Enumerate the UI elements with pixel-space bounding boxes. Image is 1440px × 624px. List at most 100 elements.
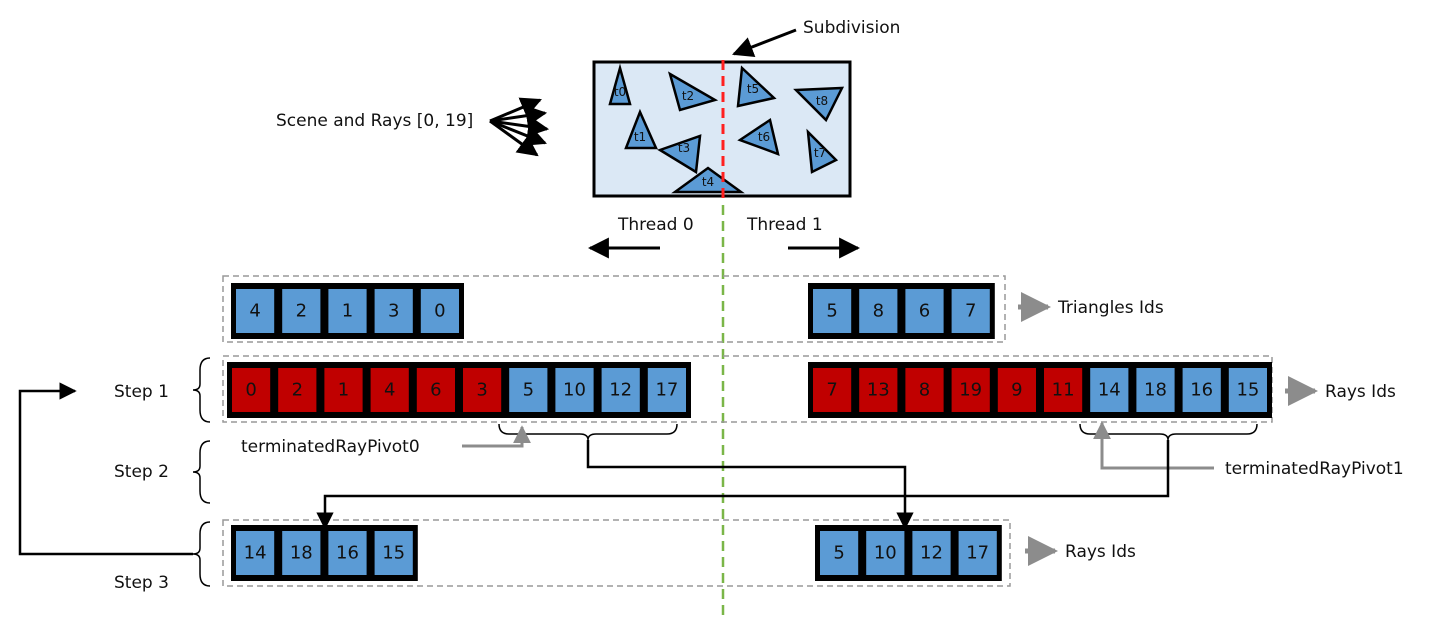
triangle-t2	[667, 71, 719, 112]
id-cell	[951, 368, 990, 412]
loop-back-arrow	[18, 382, 193, 556]
id-cell-value: 15	[382, 543, 405, 564]
id-cell-value: 17	[655, 380, 678, 401]
id-cell	[236, 289, 275, 333]
id-cell-value: 3	[476, 380, 487, 401]
id-cell-value: 3	[388, 301, 399, 322]
step1-label: Step 1	[114, 382, 169, 402]
triangle-t6	[737, 117, 780, 156]
triangle-t8	[793, 86, 845, 123]
step3-group-box	[222, 519, 1011, 587]
triangle-label: t2	[682, 89, 694, 103]
triangles-group-box	[222, 275, 1006, 343]
step3-label: Step 3	[114, 573, 169, 593]
transfer-arrow-to-thread0	[316, 440, 1170, 530]
id-cell	[958, 531, 997, 575]
id-cell-value: 10	[563, 380, 586, 401]
id-cell-value: 7	[826, 380, 837, 401]
id-cell	[647, 368, 686, 412]
rays-ids-top-label: Rays Ids	[1325, 382, 1396, 402]
triangle-label: t6	[758, 130, 770, 144]
id-cell-value: 14	[244, 543, 267, 564]
id-cell-value: 8	[919, 380, 930, 401]
id-cell	[951, 289, 990, 333]
id-cell-value: 14	[1098, 380, 1121, 401]
id-cell-value: 7	[965, 301, 976, 322]
triangle-t0	[608, 63, 632, 106]
id-cell	[324, 368, 363, 412]
id-cell-value: 17	[966, 543, 989, 564]
rays-ids-bottom-label: Rays Ids	[1065, 542, 1136, 562]
triangle-label: t0	[614, 85, 626, 99]
id-cell	[232, 368, 271, 412]
pivot1-label: terminatedRayPivot1	[1225, 459, 1404, 479]
id-cell-value: 9	[1011, 380, 1022, 401]
pivot0-arrow	[462, 425, 531, 448]
id-cell	[282, 289, 321, 333]
id-cell-value: 5	[833, 543, 844, 564]
id-cell	[509, 368, 548, 412]
triangle-label: t5	[747, 82, 759, 96]
pivot0-label: terminatedRayPivot0	[241, 437, 420, 457]
triangle-label: t3	[678, 141, 690, 155]
active-underbraces	[498, 423, 1258, 441]
id-cell	[1182, 368, 1221, 412]
id-cell	[374, 289, 413, 333]
id-cell-value: 10	[874, 543, 897, 564]
triangle-label: t7	[814, 146, 826, 160]
triangles-ids-label: Triangles Ids	[1057, 298, 1164, 318]
scene-rays-label: Scene and Rays [0, 19]	[276, 111, 473, 131]
id-cell-value: 18	[290, 543, 313, 564]
id-cell-value: 1	[338, 380, 349, 401]
thread1-label: Thread 1	[746, 215, 823, 235]
id-cell	[905, 289, 944, 333]
id-cell	[463, 368, 502, 412]
id-cell-value: 15	[1236, 380, 1259, 401]
id-cell	[1228, 368, 1267, 412]
id-cell	[997, 368, 1036, 412]
triangle-t3	[657, 134, 702, 175]
thread0-label: Thread 0	[617, 215, 694, 235]
id-cell-value: 8	[873, 301, 884, 322]
id-cell	[820, 531, 859, 575]
id-cell	[859, 289, 898, 333]
id-cell-value: 6	[919, 301, 930, 322]
triangle-t5	[736, 65, 777, 108]
id-cell	[1090, 368, 1129, 412]
subdivision-arrow	[732, 28, 797, 57]
id-cell	[905, 368, 944, 412]
id-cell-value: 18	[1144, 380, 1167, 401]
id-cell	[236, 531, 275, 575]
id-cell	[912, 531, 951, 575]
id-cell-value: 4	[249, 301, 260, 322]
id-cell	[1044, 368, 1083, 412]
id-cell	[278, 368, 317, 412]
id-cell-value: 12	[920, 543, 943, 564]
id-cell	[328, 289, 367, 333]
id-cell	[1136, 368, 1175, 412]
id-cell-value: 13	[867, 380, 890, 401]
triangle-label: t8	[816, 94, 828, 108]
triangle-t1	[624, 108, 658, 150]
id-cell	[813, 289, 852, 333]
rays-fan-icon	[489, 97, 550, 157]
id-cell	[555, 368, 594, 412]
step2-label: Step 2	[114, 462, 169, 482]
transfer-arrow-to-thread1	[586, 440, 914, 530]
id-cell-value: 16	[1190, 380, 1213, 401]
pivot1-arrow	[1093, 421, 1214, 470]
id-cell	[420, 289, 459, 333]
id-cell-value: 4	[384, 380, 395, 401]
id-cell-value: 0	[434, 301, 445, 322]
step3-rays-array-thread1: 5 10 12 17	[815, 525, 1002, 581]
id-cell-value: 2	[292, 380, 303, 401]
id-cell-value: 1	[342, 301, 353, 322]
id-cell-value: 0	[245, 380, 256, 401]
